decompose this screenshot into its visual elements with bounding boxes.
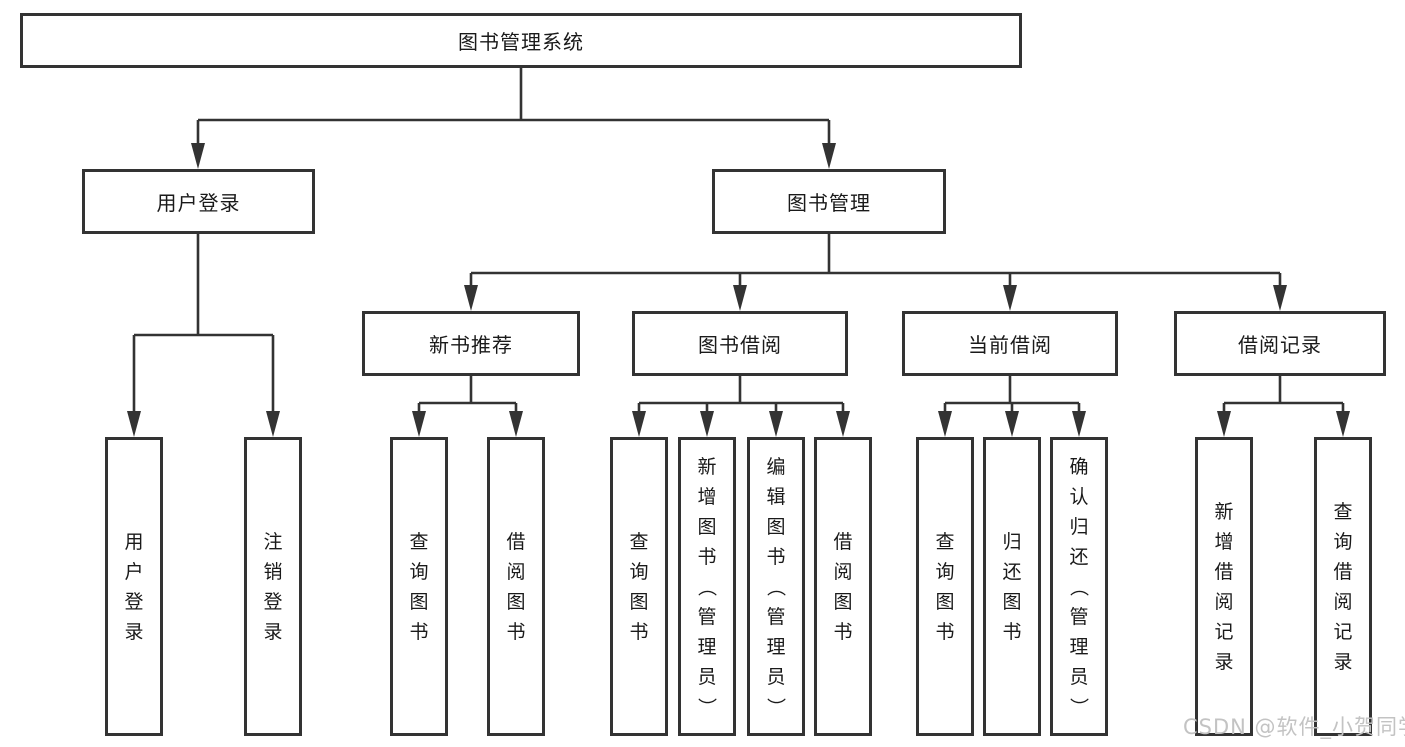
node-book-borrowing: 图书借阅 <box>632 311 848 376</box>
node-current-borrowing: 当前借阅 <box>902 311 1118 376</box>
leaf-borrowing-edit-books-admin-label: 编辑图书（管理员） <box>764 455 787 717</box>
node-book-management-label: 图书管理 <box>787 191 871 215</box>
leaf-recommend-query-books-label: 查询图书 <box>409 530 429 643</box>
leaf-current-query-books: 查询图书 <box>916 437 974 736</box>
leaf-borrowing-query-books: 查询图书 <box>610 437 668 736</box>
leaf-logout: 注销登录 <box>244 437 302 736</box>
leaf-recommend-query-books: 查询图书 <box>390 437 448 736</box>
leaf-user-login: 用户登录 <box>105 437 163 736</box>
leaf-current-confirm-return-admin-label: 确认归还（管理员） <box>1067 455 1090 717</box>
node-borrowing-records-label: 借阅记录 <box>1238 333 1322 357</box>
leaf-user-login-label: 用户登录 <box>124 530 144 643</box>
leaf-borrowing-query-books-label: 查询图书 <box>629 530 649 643</box>
leaf-current-confirm-return-admin: 确认归还（管理员） <box>1050 437 1108 736</box>
leaf-logout-label: 注销登录 <box>263 530 283 643</box>
leaf-borrowing-add-books-admin-label: 新增图书（管理员） <box>695 455 718 717</box>
leaf-records-add-record: 新增借阅记录 <box>1195 437 1253 736</box>
leaf-records-add-record-label: 新增借阅记录 <box>1214 500 1234 673</box>
node-new-book-recommend-label: 新书推荐 <box>429 333 513 357</box>
leaf-recommend-borrow-books: 借阅图书 <box>487 437 545 736</box>
leaf-borrowing-add-books-admin: 新增图书（管理员） <box>678 437 736 736</box>
leaf-borrowing-edit-books-admin: 编辑图书（管理员） <box>747 437 805 736</box>
node-root: 图书管理系统 <box>20 13 1022 68</box>
leaf-records-query-record: 查询借阅记录 <box>1314 437 1372 736</box>
node-user-login: 用户登录 <box>82 169 315 234</box>
leaf-borrowing-borrow-books-label: 借阅图书 <box>833 530 853 643</box>
leaf-current-query-books-label: 查询图书 <box>935 530 955 643</box>
leaf-current-return-books: 归还图书 <box>983 437 1041 736</box>
arrowheads <box>127 143 1350 437</box>
leaf-records-query-record-label: 查询借阅记录 <box>1333 500 1353 673</box>
leaf-current-return-books-label: 归还图书 <box>1002 530 1022 643</box>
node-book-borrowing-label: 图书借阅 <box>698 333 782 357</box>
leaf-recommend-borrow-books-label: 借阅图书 <box>506 530 526 643</box>
node-current-borrowing-label: 当前借阅 <box>968 333 1052 357</box>
node-new-book-recommend: 新书推荐 <box>362 311 580 376</box>
leaf-borrowing-borrow-books: 借阅图书 <box>814 437 872 736</box>
node-root-label: 图书管理系统 <box>458 30 584 54</box>
node-book-management: 图书管理 <box>712 169 946 234</box>
node-user-login-label: 用户登录 <box>156 191 241 215</box>
node-borrowing-records: 借阅记录 <box>1174 311 1386 376</box>
